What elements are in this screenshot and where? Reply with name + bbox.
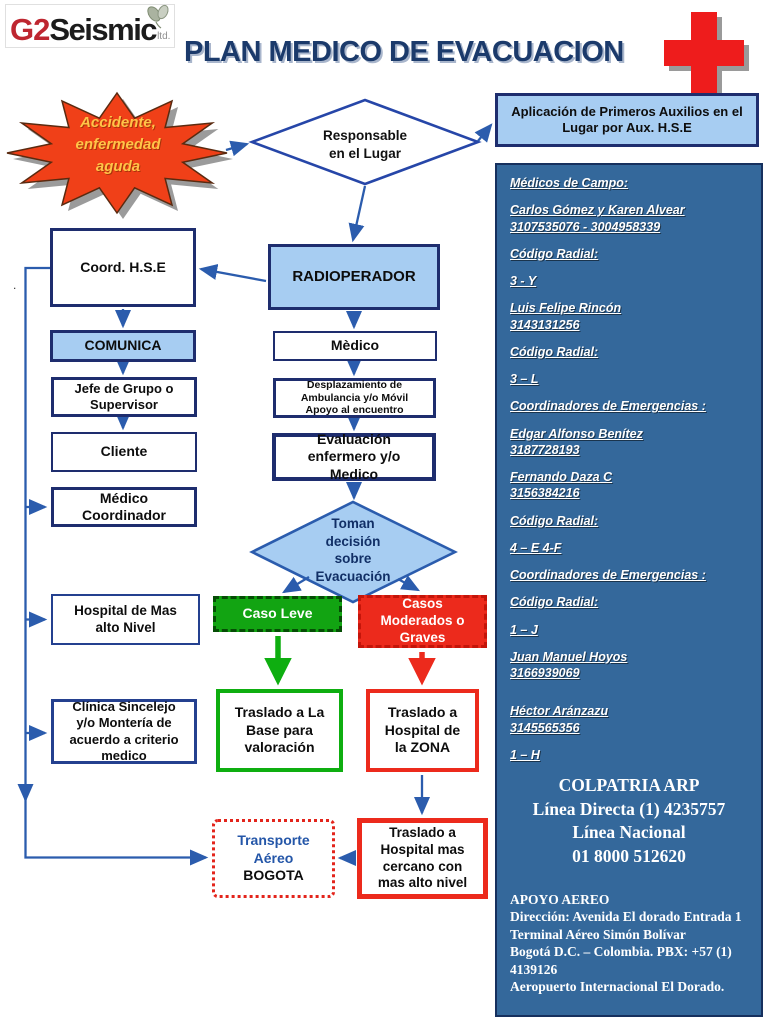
node-cliente: Cliente [51, 432, 197, 472]
starburst-shape [6, 91, 233, 219]
contact-entry: 1 – H [510, 747, 540, 762]
node-casos-moderados-graves: Casos Moderados o Graves [358, 595, 487, 648]
contact-entry: Médicos de Campo: [510, 176, 629, 190]
arrow-toman-to-casoleve [282, 576, 310, 594]
contact-entry: Juan Manuel Hoyos 3166939069 [510, 649, 628, 680]
node-evaluacion-enfermero: Evaluación enfermero y/o Medico [272, 431, 436, 482]
node-coord-hse: Coord. H.S.E [50, 228, 196, 307]
logo-g2-text: G2 [10, 12, 50, 47]
node-transporte-aereo-bogota: Transporte Aéreo BOGOTA [212, 819, 335, 898]
contact-entry: Luis Felipe Rincón 3143131256 [510, 301, 622, 332]
contact-entry: 3 - Y [510, 274, 537, 288]
responsable-label: Responsable en el Lugar [322, 128, 408, 161]
node-traslado-hospital-cercano: Traslado a Hospital mas cercano con mas … [357, 818, 488, 899]
contact-entry: Coordinadores de Emergencias : [510, 399, 706, 414]
red-cross-icon [658, 6, 750, 100]
node-desplazamiento-ambulancia: Desplazamiento de Ambulancia y/o Móvil A… [273, 378, 436, 418]
transporte-line2: Aéreo [253, 849, 294, 866]
page-title: PLAN MEDICO DE EVACUACION [184, 36, 624, 68]
contact-entry: Edgar Alfonso Benítez 3187728193 [510, 426, 643, 457]
arrow-responsable-to-radioperador [348, 185, 367, 243]
node-traslado-hospital-zona: Traslado a Hospital de la ZONA [366, 689, 479, 772]
apoyo-aereo-info: APOYO AEREO Dirección: Avenida El dorado… [510, 891, 742, 995]
arrow-radioperador-to-coord [198, 264, 267, 283]
node-medico: Mèdico [273, 331, 437, 361]
contact-entry: Coordinadores de Emergencias : [510, 568, 706, 582]
stray-dot: . [13, 278, 17, 292]
logo-ltd-text: ltd. [157, 31, 171, 42]
node-aplicacion-primeros-auxilios: Aplicación de Primeros Auxilios en el Lu… [495, 93, 759, 147]
contact-entry: Código Radial: [510, 513, 599, 528]
transporte-line1: Transporte [237, 832, 310, 849]
starburst-label: Accidente, enfermedad aguda [75, 114, 161, 175]
arrow-responsable-to-aplicacion [474, 123, 493, 143]
contact-entry: 3 – L [510, 372, 539, 386]
node-hospital-alto-nivel: Hospital de Mas alto Nivel [51, 594, 200, 645]
contact-entry: 1 – J [510, 622, 538, 637]
toman-decision-label: Toman decisión sobre Evacuación [315, 516, 391, 584]
contact-entry: Código Radial: [510, 344, 599, 359]
contact-entry: 4 – E 4-F [510, 540, 562, 555]
node-caso-leve: Caso Leve [213, 596, 342, 632]
toman-decision-diamond [249, 500, 458, 604]
g2seismic-logo: G2 Seismic ltd. [5, 4, 175, 48]
contact-entry: Código Radial: [510, 595, 599, 610]
contact-entry: Carlos Gómez y Karen Alvear 3107535076 -… [510, 203, 685, 234]
node-traslado-base: Traslado a La Base para valoración [216, 689, 343, 772]
leaf-icon [144, 2, 172, 30]
arrow-star-to-responsable [225, 140, 250, 157]
colpatria-arp-info: COLPATRIA ARP Línea Directa (1) 4235757 … [532, 775, 726, 866]
arrow-toman-to-casosmg [397, 575, 421, 592]
left-rail-line [24, 266, 209, 866]
transporte-line3: BOGOTA [243, 867, 304, 884]
node-radioperador: RADIOPERADOR [268, 244, 440, 310]
logo-seismic-text: Seismic [49, 12, 157, 47]
node-clinica-sincelejo-monteria: Clínica Sincelejo y/o Montería de acuerd… [51, 699, 197, 764]
node-jefe-grupo-supervisor: Jefe de Grupo o Supervisor [51, 377, 197, 417]
contact-entry: Héctor Aránzazu 3145565356 [510, 704, 609, 735]
node-medico-coordinador: Médico Coordinador [51, 487, 197, 527]
contact-entry: Código Radial: [510, 246, 599, 261]
contacts-sidebar: Médicos de Campo: Carlos Gómez y Karen A… [495, 163, 763, 1017]
contact-entry: Fernando Daza C 3156384216 [510, 470, 613, 501]
node-comunica: COMUNICA [50, 330, 196, 362]
